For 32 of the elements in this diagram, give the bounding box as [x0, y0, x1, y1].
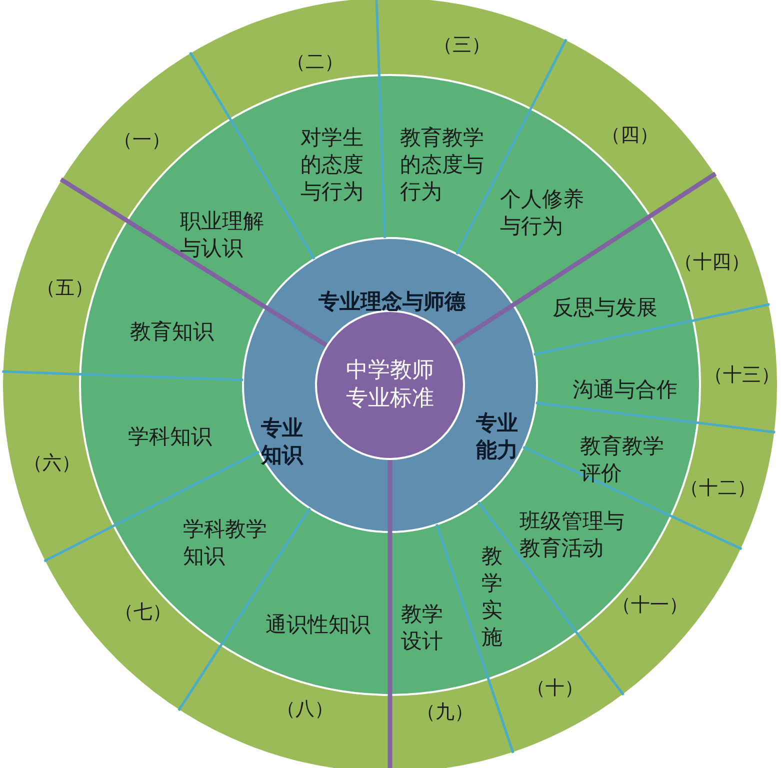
domain-label: 反思与发展 [542, 294, 668, 322]
domain-label: 教学设计 [400, 601, 450, 655]
domain-label: 通识性知识 [255, 612, 381, 638]
section-title: 专业能力 [472, 410, 522, 464]
sector-number: （二） [286, 50, 344, 75]
domain-label: 沟通与合作 [562, 376, 688, 404]
sector-number: （一） [114, 128, 170, 153]
sector-number: （十一） [612, 593, 688, 618]
sector-number: （三） [434, 33, 490, 58]
sector-number: （九） [416, 700, 474, 725]
domain-label: 教育知识 [109, 318, 235, 346]
domain-label: 教学实施 [478, 543, 506, 651]
sector-number: （十二） [680, 476, 756, 501]
domain-label: 学科教学知识 [182, 516, 274, 570]
domain-label: 教育教学评价 [580, 433, 670, 487]
domain-label: 职业理解与认识 [180, 208, 270, 262]
domain-label: 班级管理与教育活动 [519, 508, 631, 562]
sector-number: （十三） [704, 363, 780, 388]
domain-label: 学科知识 [107, 424, 233, 450]
section-title: 专业理念与师德 [308, 288, 476, 316]
sector-number: （七） [114, 600, 172, 625]
sector-number: （十） [526, 676, 584, 701]
sector-number: （十四） [674, 250, 750, 275]
sector-number: （四） [602, 123, 658, 148]
domain-label: 个人修养与行为 [500, 186, 590, 240]
section-title: 专业知识 [258, 415, 306, 469]
center-title: 中学教师专业标准 [345, 357, 435, 413]
domain-label: 对学生的态度与行为 [300, 124, 370, 206]
sector-number: （五） [36, 276, 94, 301]
sector-number: （六） [24, 451, 80, 476]
sector-number: （八） [276, 697, 334, 722]
domain-label: 教育教学的态度与行为 [400, 124, 490, 206]
